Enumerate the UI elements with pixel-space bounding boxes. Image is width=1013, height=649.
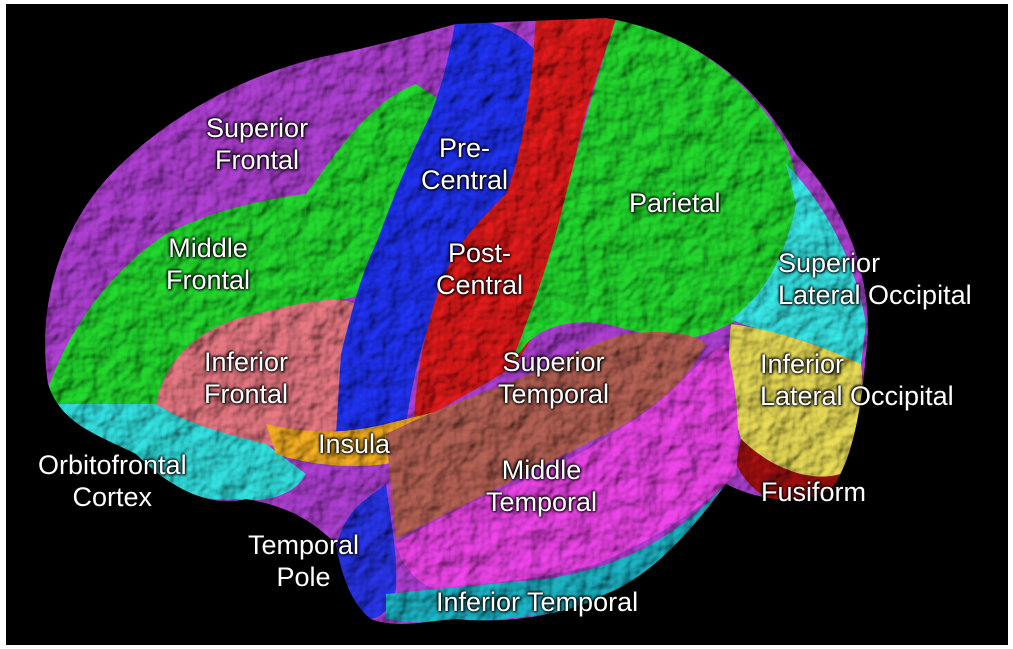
label-insula: Insula [318, 428, 390, 460]
label-precentral: Pre-Central [421, 132, 508, 196]
label-superior-frontal: SuperiorFrontal [206, 112, 308, 176]
brain-illustration [6, 4, 1008, 645]
label-superior-lateral-occipital: SuperiorLateral Occipital [778, 247, 972, 311]
label-inferior-temporal: Inferior Temporal [436, 586, 638, 618]
label-superior-temporal: SuperiorTemporal [498, 346, 609, 410]
label-inferior-lateral-occipital: InferiorLateral Occipital [760, 348, 954, 412]
label-inferior-frontal: InferiorFrontal [204, 346, 288, 410]
label-middle-temporal: MiddleTemporal [486, 454, 597, 518]
label-temporal-pole: TemporalPole [248, 529, 359, 593]
diagram-frame: SuperiorFrontal MiddleFrontal InferiorFr… [6, 4, 1008, 645]
label-postcentral: Post-Central [436, 237, 523, 301]
label-fusiform: Fusiform [761, 476, 866, 508]
label-middle-frontal: MiddleFrontal [166, 232, 250, 296]
label-parietal: Parietal [629, 187, 721, 219]
label-orbitofrontal: OrbitofrontalCortex [38, 449, 187, 513]
